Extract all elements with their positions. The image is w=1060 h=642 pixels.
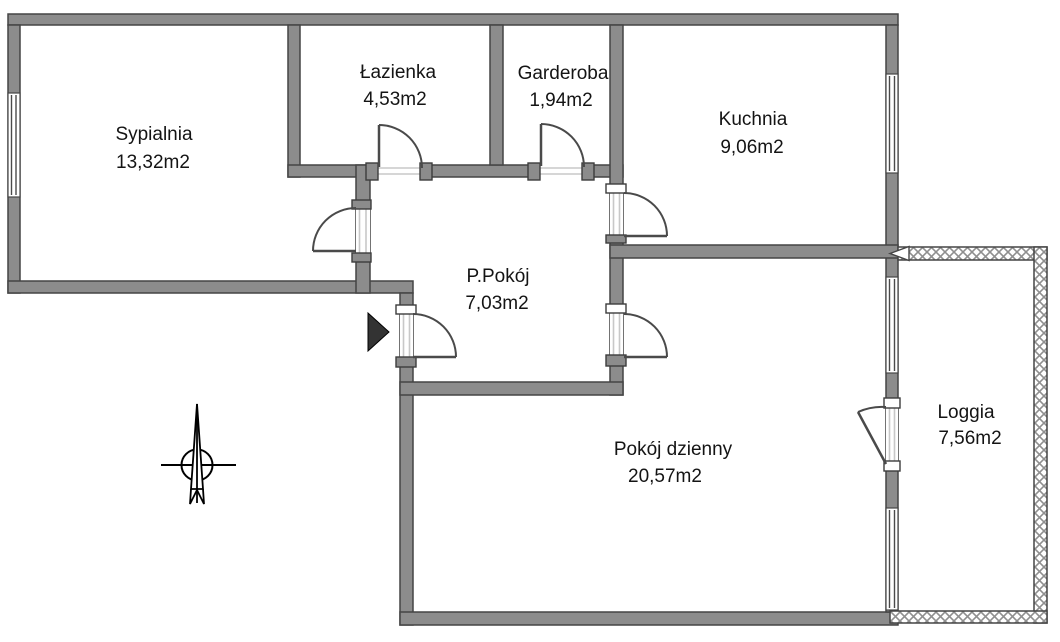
room-area-ppokoj: 7,03m2: [465, 293, 528, 314]
doors: [312, 123, 901, 472]
room-label-lazienka: Łazienka: [360, 62, 436, 83]
window-pokoj-dzienny-lower: [885, 507, 899, 611]
window-pokoj-dzienny-upper: [885, 276, 899, 374]
door-pokoj-dzienny: [605, 303, 668, 367]
room-area-loggia: 7,56m2: [938, 428, 1001, 449]
window-sypialnia: [7, 92, 21, 198]
room-labels: Sypialnia 13,32m2 Łazienka 4,53m2 Garder…: [115, 62, 1001, 487]
windows: [7, 73, 899, 611]
wall-ppokoj-bottom: [399, 381, 624, 396]
room-label-loggia: Loggia: [937, 402, 994, 423]
loggia-hatched-walls: [887, 245, 1048, 624]
wall-top: [7, 13, 899, 26]
room-area-lazienka: 4,53m2: [363, 89, 426, 110]
room-label-sypialnia: Sypialnia: [115, 124, 193, 145]
door-kuchnia: [605, 183, 668, 244]
room-area-sypialnia: 13,32m2: [116, 152, 190, 173]
wall-junction-arrow-icon: [887, 245, 910, 262]
door-entrance: [395, 304, 457, 368]
room-label-pokoj-dzienny: Pokój dzienny: [614, 439, 733, 460]
wall-sypialnia-lazienka: [287, 24, 301, 178]
room-label-ppokoj: P.Pokój: [466, 266, 529, 287]
room-area-garderoba: 1,94m2: [529, 90, 592, 111]
wall-lazienka-garderoba-divider: [489, 24, 504, 166]
compass-north-arrow-icon: [161, 403, 236, 505]
door-lazienka: [365, 124, 433, 181]
room-label-garderoba: Garderoba: [518, 63, 609, 84]
door-sypialnia: [312, 199, 372, 263]
walls: [7, 13, 899, 626]
wall-kuchnia-bottom: [609, 244, 899, 259]
window-kuchnia: [885, 73, 899, 174]
entrance-arrow-icon: [367, 311, 390, 353]
room-label-kuchnia: Kuchnia: [719, 109, 788, 130]
wall-sypialnia-bottom: [7, 280, 414, 294]
door-loggia: [856, 397, 901, 472]
room-area-kuchnia: 9,06m2: [720, 137, 783, 158]
room-area-pokoj-dzienny: 20,57m2: [628, 466, 702, 487]
loggia-wall-top: [897, 246, 1048, 261]
door-garderoba: [527, 123, 595, 181]
loggia-wall-right: [1033, 246, 1048, 624]
wall-bottom: [399, 611, 899, 626]
loggia-wall-bottom: [889, 610, 1048, 624]
